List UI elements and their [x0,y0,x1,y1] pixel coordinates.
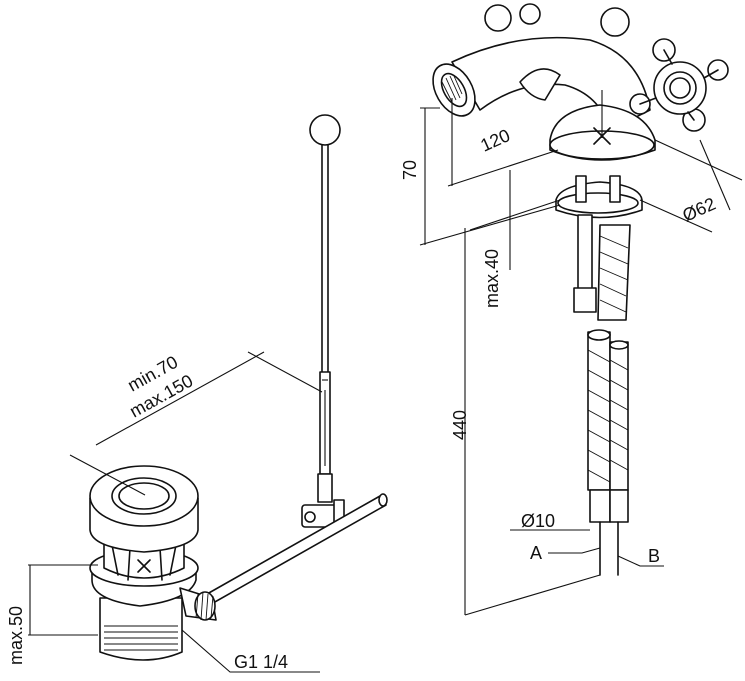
dim-tap-base-diameter: Ø62 [679,194,718,226]
handle-left [484,3,630,37]
handle-right [629,38,729,132]
braided-hoses [587,224,631,576]
dim-hose-diameter: Ø10 [521,511,555,531]
waste-body [89,465,217,661]
mounting-assembly [555,175,643,219]
lift-rod [309,114,341,503]
dim-waste-thread: G1 1/4 [234,652,288,672]
label-inlet-b: B [648,546,660,566]
dim-overall-height: 440 [450,410,470,440]
label-inlet-a: A [530,543,542,563]
waste-dimensions [28,351,323,673]
dim-tap-height: 70 [400,160,420,180]
dim-tap-projection: 120 [477,125,513,155]
dim-deck-thickness: max.40 [482,249,502,308]
rod-clamp [301,499,345,529]
mixer-base [549,90,656,161]
dim-waste-height: max.50 [6,606,26,665]
mixer-dimensions [419,98,743,616]
threaded-shank [573,214,597,313]
pop-up-waste [28,114,388,673]
linkage-rod [199,493,388,608]
bidet-mixer [419,3,743,616]
